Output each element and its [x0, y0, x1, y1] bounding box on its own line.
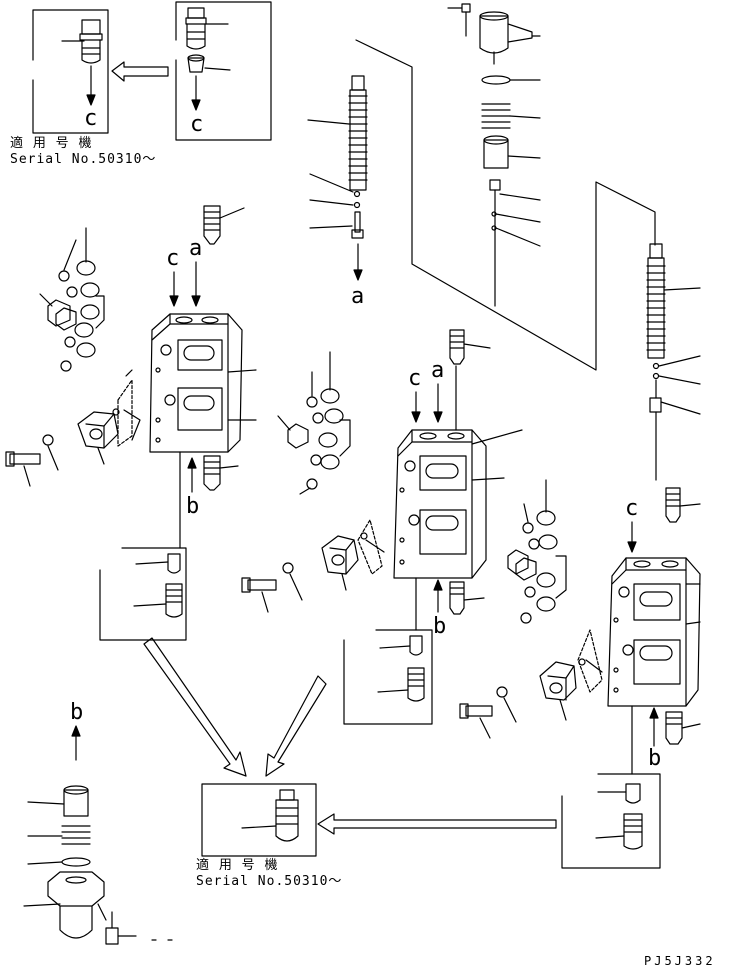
- ref-letter-c-right-body: c: [625, 496, 639, 521]
- ref-letter-a-center-body: a: [431, 358, 445, 383]
- detail-box-top-center: [175, 1, 272, 141]
- ref-letter-c-box2: c: [190, 112, 204, 137]
- ref-letter-b-bottom-left: b: [70, 700, 84, 725]
- serial-note-top-line1: 適 用 号 機: [10, 136, 93, 151]
- valve-body-right: [459, 479, 701, 869]
- serial-note-top-line2: Serial No.50310～: [10, 152, 157, 167]
- ref-letter-a-spool: a: [351, 284, 365, 309]
- relief-stack-bottom-left: [23, 725, 173, 945]
- serial-note-bottom-line1: 適 用 号 機: [196, 858, 279, 873]
- spool-assembly-top: [307, 75, 368, 281]
- ref-letter-a-left-body: a: [189, 236, 203, 261]
- ref-letter-c-box1: c: [84, 106, 98, 131]
- serial-note-top: 適 用 号 機 Serial No.50310～: [10, 136, 156, 168]
- arrows-converging: [143, 637, 557, 835]
- ref-letter-c-center-body: c: [408, 366, 422, 391]
- valve-body-left: [5, 205, 257, 641]
- ref-letter-b-center-body: b: [433, 614, 447, 639]
- relief-valve-stack-top-right: [447, 3, 541, 307]
- arrow-hollow-left: [111, 61, 169, 82]
- ref-letter-b-left-body: b: [186, 494, 200, 519]
- ref-letter-c-left-body: c: [166, 246, 180, 271]
- serial-note-bottom-line2: Serial No.50310～: [196, 874, 343, 889]
- drawing-code: PJ5J332: [644, 954, 716, 968]
- connector-path: [355, 39, 656, 371]
- detail-box-bottom-center: [201, 783, 317, 857]
- spool-assembly-right: [646, 243, 701, 481]
- serial-note-bottom: 適 用 号 機 Serial No.50310～: [196, 858, 342, 890]
- ref-letter-b-right-body: b: [648, 746, 662, 771]
- valve-body-center: [241, 329, 523, 725]
- detail-box-top-left: [32, 9, 109, 134]
